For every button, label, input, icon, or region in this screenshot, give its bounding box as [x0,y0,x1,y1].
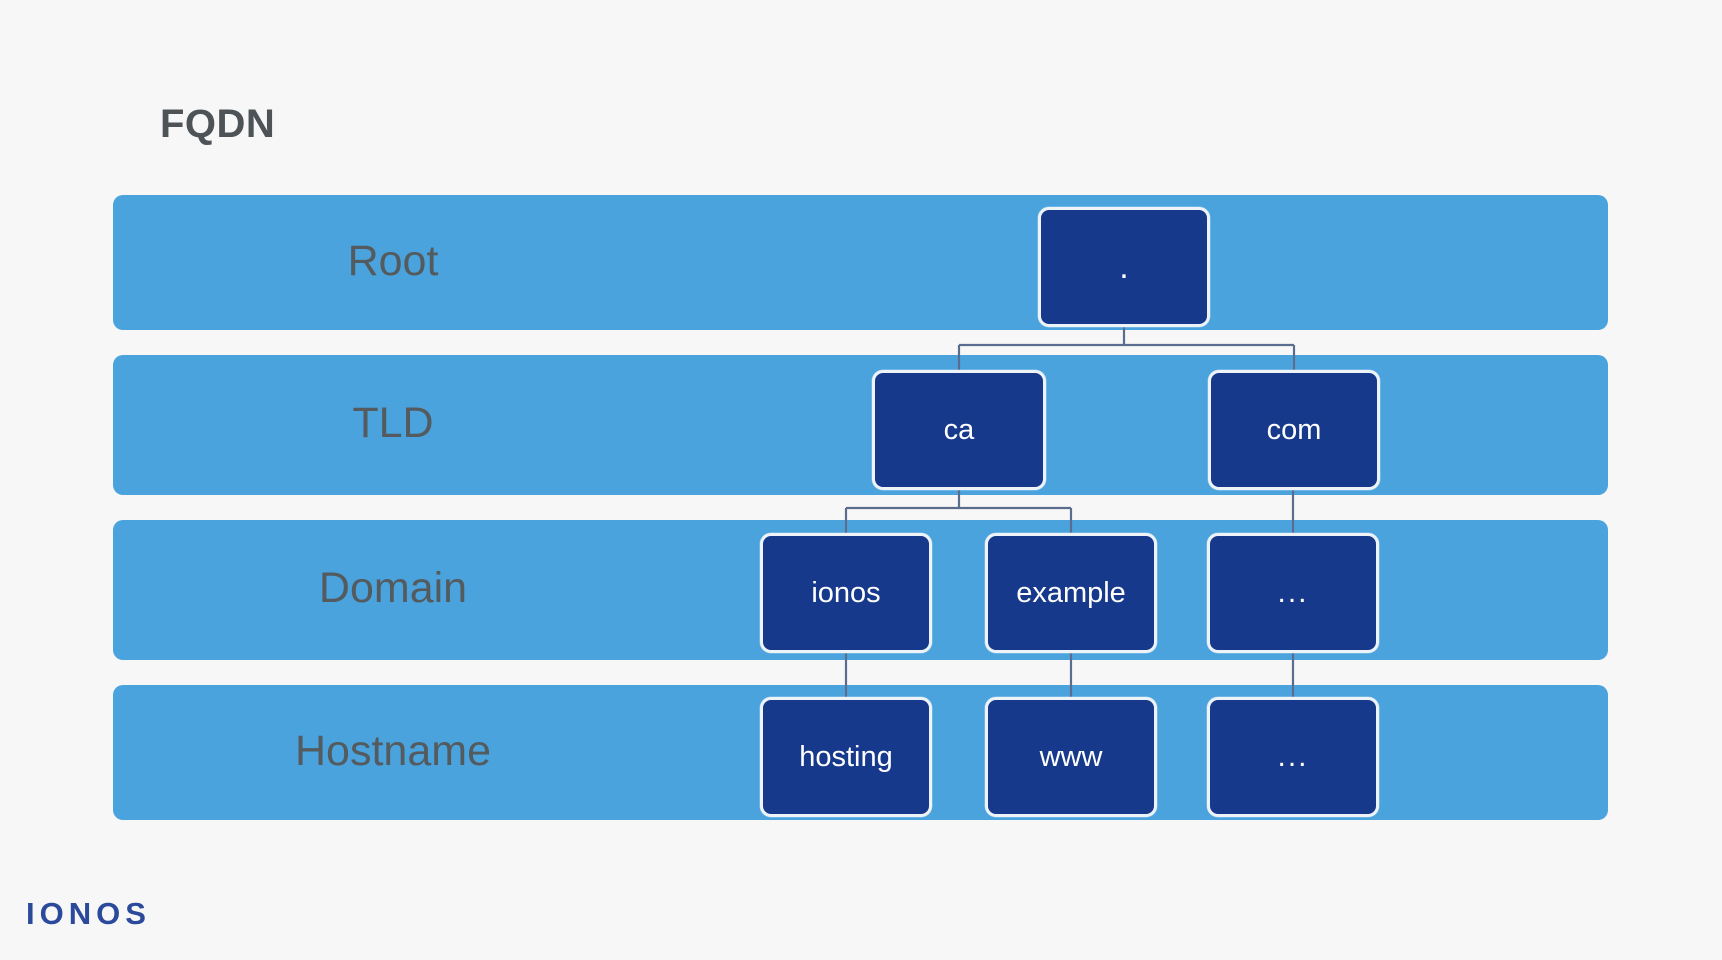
tier-label-domain: Domain [318,564,468,612]
ionos-logo: IONOS [26,896,151,931]
page-title: FQDN [160,102,276,146]
node-www[interactable]: www [985,697,1157,817]
node-hostname-ellipsis[interactable]: ... [1207,697,1379,817]
node-ca[interactable]: ca [872,370,1046,490]
node-hosting[interactable]: hosting [760,697,932,817]
node-com[interactable]: com [1208,370,1380,490]
tier-label-tld: TLD [352,399,434,447]
node-example[interactable]: example [985,533,1157,653]
tier-band-root: Root [113,195,1608,330]
node-root[interactable]: . [1038,207,1210,327]
node-domain-ellipsis[interactable]: ... [1207,533,1379,653]
node-ionos[interactable]: ionos [760,533,932,653]
tier-label-hostname: Hostname [295,727,491,775]
tier-band-tld: TLD [113,355,1608,495]
tier-label-root: Root [347,237,439,285]
